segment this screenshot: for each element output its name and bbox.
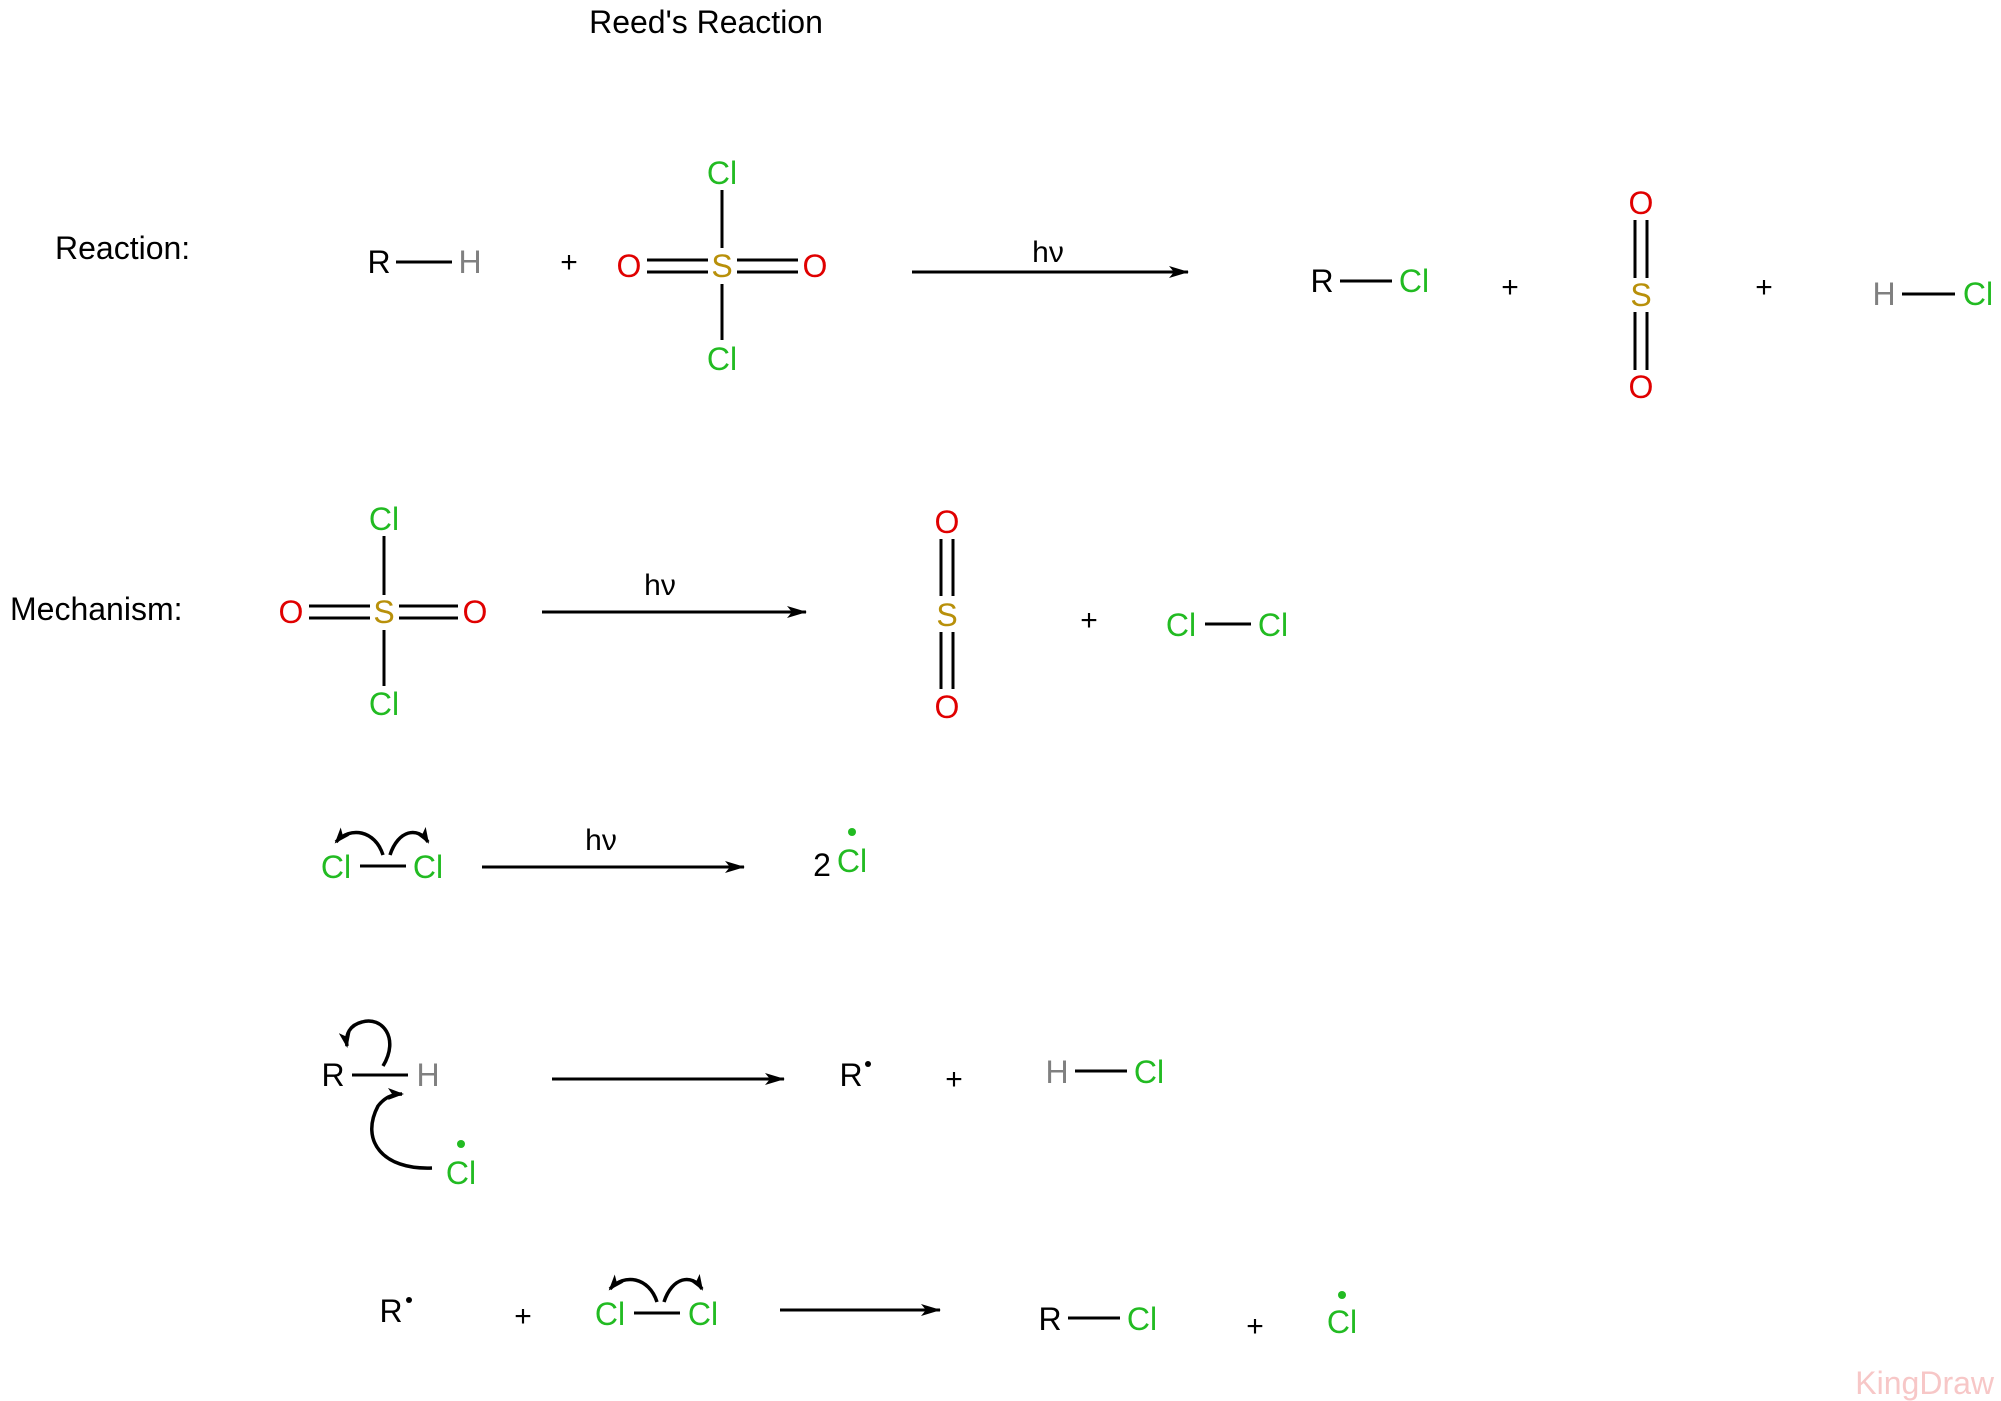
sulfur-dioxide: O S O [1629, 185, 1654, 405]
atom-s: S [1630, 277, 1651, 313]
atom-r: R [839, 1057, 862, 1093]
atom-cl: Cl [1134, 1054, 1164, 1090]
mechanism-step-1: Mechanism: Cl O S O Cl hν O S O + [10, 501, 1288, 725]
atom-r: R [379, 1293, 402, 1329]
mechanism-label: Mechanism: [10, 591, 183, 627]
fishhook-arrow-bond [338, 1019, 392, 1067]
atom-o-left: O [617, 248, 642, 284]
atom-o-top: O [935, 504, 960, 540]
chlorine-molecule: Cl Cl [1166, 607, 1288, 643]
atom-cl-bottom: Cl [707, 341, 737, 377]
atom-h: H [458, 244, 481, 280]
atom-o-bottom: O [1629, 369, 1654, 405]
alkane-r-h: R H [321, 1019, 440, 1093]
atom-r: R [321, 1057, 344, 1093]
atom-cl-left: Cl [595, 1296, 625, 1332]
plus-sign: + [945, 1063, 963, 1096]
atom-o-right: O [463, 594, 488, 630]
overall-reaction: Reaction: R H + Cl O S O Cl hν R [55, 155, 1993, 405]
reaction-label: Reaction: [55, 230, 190, 266]
alkyl-chloride: R Cl [1310, 263, 1429, 299]
light-condition: hν [585, 824, 617, 857]
atom-o-left: O [279, 594, 304, 630]
plus-sign: + [514, 1300, 532, 1333]
radical-dot [406, 1297, 412, 1303]
mechanism-step-2: Cl Cl hν 2 Cl [321, 824, 867, 885]
fishhook-arrow-left [608, 1274, 659, 1303]
atom-cl-right: Cl [688, 1296, 718, 1332]
mechanism-step-4: R + Cl Cl R Cl + Cl [379, 1273, 1357, 1343]
plus-sign: + [1755, 271, 1773, 304]
atom-s: S [936, 597, 957, 633]
atom-cl-top: Cl [707, 155, 737, 191]
atom-h: H [416, 1057, 439, 1093]
atom-o-right: O [803, 248, 828, 284]
atom-h: H [1045, 1054, 1068, 1090]
stoichiometric-coefficient: 2 [813, 847, 831, 883]
chlorine-radical: Cl [370, 1088, 476, 1191]
light-condition: hν [644, 569, 676, 602]
atom-cl-top: Cl [369, 501, 399, 537]
alkyl-radical: R [839, 1057, 871, 1093]
plus-sign: + [1246, 1310, 1264, 1343]
atom-s: S [373, 594, 394, 630]
plus-sign: + [1501, 271, 1519, 304]
fishhook-arrow-right [662, 1273, 704, 1303]
sulfur-dioxide: O S O [935, 504, 960, 725]
atom-cl-left: Cl [1166, 607, 1196, 643]
atom-r: R [1038, 1301, 1061, 1337]
atom-cl: Cl [1399, 263, 1429, 299]
atom-cl: Cl [1327, 1304, 1357, 1340]
light-condition: hν [1032, 236, 1064, 269]
sulfuryl-chloride: Cl O S O Cl [617, 155, 828, 377]
chlorine-radical: Cl [1327, 1291, 1357, 1340]
radical-dot [457, 1140, 465, 1148]
atom-o-bottom: O [935, 689, 960, 725]
atom-h: H [1872, 276, 1895, 312]
atom-cl: Cl [1127, 1301, 1157, 1337]
atom-cl-right: Cl [413, 849, 443, 885]
hydrogen-chloride: H Cl [1045, 1054, 1164, 1090]
fishhook-arrow-left [334, 827, 385, 856]
plus-sign: + [1080, 604, 1098, 637]
atom-cl-bottom: Cl [369, 686, 399, 722]
page-title: Reed's Reaction [589, 4, 823, 40]
alkyl-chloride: R Cl [1038, 1301, 1157, 1337]
chlorine-molecule: Cl Cl [321, 826, 443, 885]
radical-dot [865, 1061, 871, 1067]
atom-o-top: O [1629, 185, 1654, 221]
atom-cl-right: Cl [1258, 607, 1288, 643]
radical-dot [1338, 1291, 1346, 1299]
atom-cl: Cl [446, 1155, 476, 1191]
mechanism-step-3: R H Cl R + H Cl [321, 1019, 1164, 1191]
atom-cl: Cl [1963, 276, 1993, 312]
atom-cl: Cl [837, 843, 867, 879]
atom-cl-left: Cl [321, 849, 351, 885]
atom-s: S [711, 248, 732, 284]
alkane-r-h: R H [367, 244, 481, 280]
chlorine-radicals: 2 Cl [813, 828, 867, 883]
atom-r: R [1310, 263, 1333, 299]
radical-dot [848, 828, 856, 836]
hydrogen-chloride: H Cl [1872, 276, 1993, 312]
atom-r: R [367, 244, 390, 280]
watermark: KingDraw [1855, 1365, 1995, 1401]
alkyl-radical: R [379, 1293, 412, 1329]
fishhook-arrow-radical [370, 1088, 433, 1170]
fishhook-arrow-right [388, 826, 430, 856]
plus-sign: + [560, 246, 578, 279]
chlorine-molecule: Cl Cl [595, 1273, 718, 1332]
sulfuryl-chloride: Cl O S O Cl [279, 501, 488, 722]
